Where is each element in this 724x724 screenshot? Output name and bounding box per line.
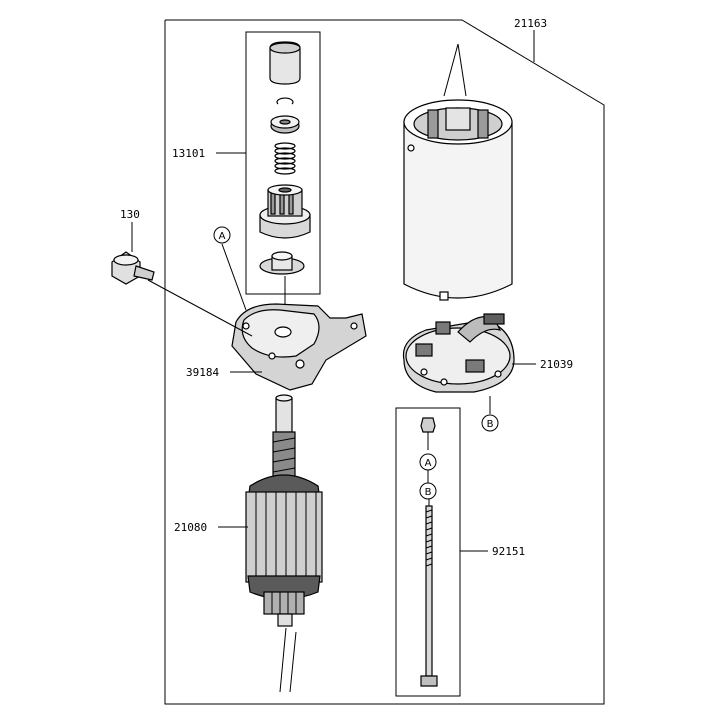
drive-cap xyxy=(269,41,301,85)
hex-bolt xyxy=(111,251,155,285)
callout-b-lower: B xyxy=(419,482,437,500)
leader-a-upper xyxy=(221,243,247,311)
svg-text:A: A xyxy=(425,458,432,469)
svg-text:B: B xyxy=(425,487,432,498)
through-bolt-nut xyxy=(420,417,436,450)
pinion-gear xyxy=(259,184,311,239)
callout-a-upper: A xyxy=(213,226,231,244)
label-21163: 21163 xyxy=(514,17,547,30)
through-bolt xyxy=(420,505,438,687)
motor-housing xyxy=(403,99,513,301)
axis-line-armature-lower xyxy=(279,627,287,693)
callout-b-upper: B xyxy=(481,414,499,432)
brush-holder xyxy=(402,313,515,393)
label-21080: 21080 xyxy=(174,521,207,534)
drive-spring xyxy=(274,142,296,175)
mounting-bracket xyxy=(231,303,367,391)
svg-text:B: B xyxy=(487,419,494,430)
drive-bushing xyxy=(259,251,305,275)
bolt-leader-line xyxy=(147,279,253,337)
svg-text:A: A xyxy=(219,231,226,242)
axis-line-housing-right xyxy=(457,43,467,97)
label-21039: 21039 xyxy=(540,358,573,371)
axis-line-armature-lower-2 xyxy=(289,631,297,693)
axis-line-housing-left xyxy=(443,43,459,97)
callout-a-lower: A xyxy=(419,453,437,471)
label-39184: 39184 xyxy=(186,366,219,379)
through-bolt-box xyxy=(395,407,461,697)
armature xyxy=(245,394,323,627)
assembly-outline xyxy=(164,19,605,705)
stop-collar xyxy=(270,115,300,134)
drive-kit-box xyxy=(245,31,321,295)
label-130: 130 xyxy=(120,208,140,221)
label-13101: 13101 xyxy=(172,147,205,160)
retaining-ring xyxy=(276,97,294,105)
label-92151: 92151 xyxy=(492,545,525,558)
